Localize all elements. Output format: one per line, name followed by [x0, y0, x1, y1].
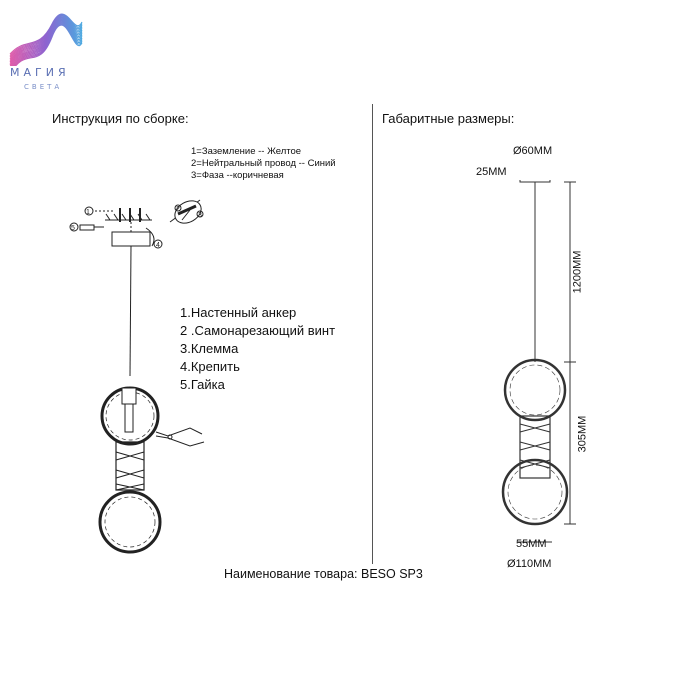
dimension-drawing: [501, 180, 576, 543]
wiring-item-phase: 3=Фаза --коричневая: [191, 170, 284, 181]
callout-label: 2: [176, 206, 180, 213]
connector-block-icon: [121, 387, 137, 405]
wave-logo-icon: [9, 13, 83, 66]
terminal-zoom-icon: [169, 199, 202, 224]
dim-cable-length: 1200MM: [571, 250, 584, 294]
parts-item-screw: 2 .Самонарезающий винт: [180, 323, 336, 338]
middle-body-icon: [115, 441, 145, 491]
product-caption: Наименование товара: BESO SP3: [224, 567, 423, 581]
parts-item-terminal: 3.Клемма: [180, 341, 239, 356]
cable-line: [129, 245, 132, 377]
dimensions-heading: Габаритные размеры:: [382, 111, 515, 126]
parts-item-anchor: 1.Настенный анкер: [180, 305, 297, 320]
middle-body-outline: [519, 415, 551, 479]
brand-logo: МАГИЯ СВЕТА: [6, 4, 86, 99]
parts-list: 1.Настенный анкер 2 .Самонарезающий винт…: [180, 304, 335, 394]
rotate-arrow-icon: [145, 227, 155, 247]
parts-item-fasten: 4.Крепить: [180, 359, 240, 374]
callout-markers: [69, 204, 204, 249]
callout-label: 3: [198, 212, 202, 219]
assembly-drawing: 1 5 4 2 3: [69, 199, 205, 554]
parts-item-nut: 5.Гайка: [180, 377, 225, 392]
lower-ring-outline: [501, 458, 569, 526]
wiring-item-neutral: 2=Нейтральный провод -- Синий: [191, 158, 336, 169]
brand-name: МАГИЯ: [10, 66, 70, 79]
dim-canopy-diameter: Ø60MM: [513, 145, 553, 157]
lower-ring-icon: [98, 490, 162, 554]
callout-label: 5: [71, 225, 75, 232]
product-name: BESO SP3: [360, 567, 423, 581]
dim-ring-diameter: Ø110MM: [507, 558, 552, 570]
callout-label: 4: [156, 242, 160, 249]
dim-middle-width: 55MM: [516, 538, 547, 550]
dim-canopy-height: 25MM: [476, 166, 507, 178]
callout-label: 1: [86, 209, 90, 216]
canopy-outline: [519, 180, 551, 183]
wiring-legend: 1=Заземление -- Желтое 2=Нейтральный про…: [191, 146, 336, 182]
upper-ring-outline: [503, 358, 567, 422]
assembly-heading: Инструкция по сборке:: [52, 111, 189, 126]
dim-body-height: 305MM: [576, 415, 589, 453]
pliers-icon: [155, 427, 205, 447]
brand-subtitle: СВЕТА: [24, 83, 63, 91]
ceiling-hatch-icon: [105, 208, 152, 222]
product-caption-label: Наименование товара:: [224, 567, 358, 581]
canopy-icon: [111, 231, 151, 247]
anchor-icon: [79, 210, 115, 231]
wiring-item-ground: 1=Заземление -- Желтое: [191, 146, 302, 157]
section-divider: [372, 104, 373, 564]
